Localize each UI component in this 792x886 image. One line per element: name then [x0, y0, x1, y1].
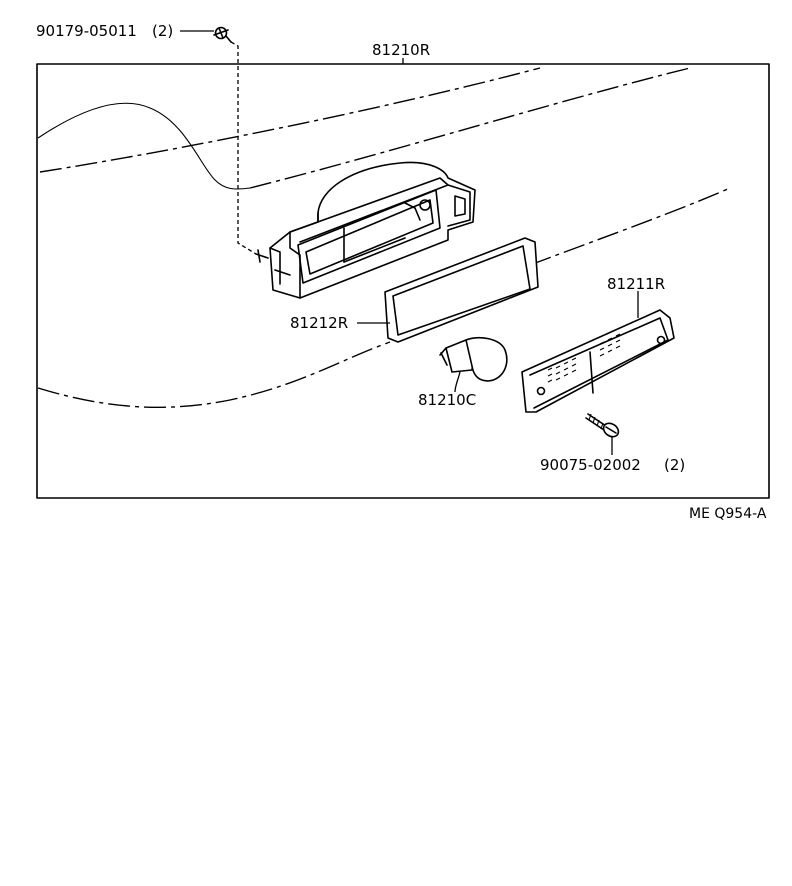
screw	[585, 413, 620, 438]
body-contour-line-4	[37, 341, 391, 408]
bulb-leader	[454, 371, 461, 393]
label-gasket: 81212R	[290, 314, 348, 332]
gasket	[384, 237, 539, 343]
label-screw-number: 90075-02002	[540, 456, 641, 474]
reference-code: ME Q954-A	[689, 506, 767, 522]
lens	[521, 309, 675, 413]
label-lens: 81211R	[607, 275, 665, 293]
nut-to-stud-dotted	[230, 41, 257, 255]
lamp-housing	[255, 161, 476, 299]
label-screw-qty: (2)	[664, 456, 685, 474]
nut	[213, 26, 232, 43]
label-nut-qty: (2)	[152, 22, 173, 40]
label-lamp-assembly: 81210R	[372, 41, 430, 59]
body-contour-upper	[37, 102, 251, 190]
body-contour-line-2	[249, 67, 691, 189]
label-bulb: 81210C	[418, 391, 476, 409]
body-contour-line-1	[39, 67, 541, 173]
body-contour-line-3	[529, 187, 731, 266]
label-nut-number: 90179-05011	[36, 22, 137, 40]
bulb	[439, 336, 508, 382]
